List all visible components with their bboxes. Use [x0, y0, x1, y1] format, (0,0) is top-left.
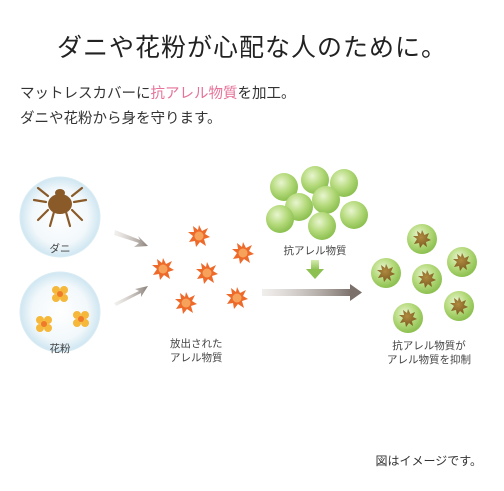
pollen-arrow-icon — [114, 286, 148, 306]
description: マットレスカバーに抗アレル物質を加工。 ダニや花粉から身を守ります。 — [20, 82, 296, 132]
suppressed-allergen-cluster — [371, 224, 477, 333]
suppressed-label: 抗アレル物質が アレル物質を抑制 — [374, 339, 484, 367]
mite-arrow-icon — [114, 230, 148, 247]
mite-icon — [32, 186, 88, 228]
pollen-bubble — [19, 271, 101, 353]
pollen-label: 花粉 — [49, 343, 71, 355]
suppressed-label-line-2: アレル物質を抑制 — [387, 354, 471, 366]
anti-allergen-label: 抗アレル物質 — [283, 245, 347, 257]
description-suffix: を加工。 — [237, 86, 296, 102]
released-allergen-label: 放出された アレル物質 — [170, 337, 250, 365]
pollen-icon — [36, 286, 89, 332]
down-arrow-icon — [306, 260, 324, 279]
page-title: ダニや花粉が心配な人のために。 — [56, 33, 447, 62]
description-line-1: マットレスカバーに抗アレル物質を加工。 — [20, 82, 296, 107]
description-prefix: マットレスカバーに — [20, 86, 151, 102]
footnote: 図はイメージです。 — [375, 454, 482, 468]
released-allergen-cluster — [152, 225, 254, 314]
mite-bubble — [19, 176, 101, 258]
anti-allergen-highlight: 抗アレル物質 — [150, 86, 238, 102]
released-allergen-label-line-1: 放出された — [170, 338, 223, 350]
released-allergen-label-line-2: アレル物質 — [170, 352, 223, 364]
long-arrow-icon — [262, 284, 362, 301]
description-line-2: ダニや花粉から身を守ります。 — [20, 111, 222, 127]
mite-label: ダニ — [49, 243, 71, 255]
suppressed-label-line-1: 抗アレル物質が — [392, 340, 466, 352]
anti-allergen-cluster — [266, 166, 368, 240]
